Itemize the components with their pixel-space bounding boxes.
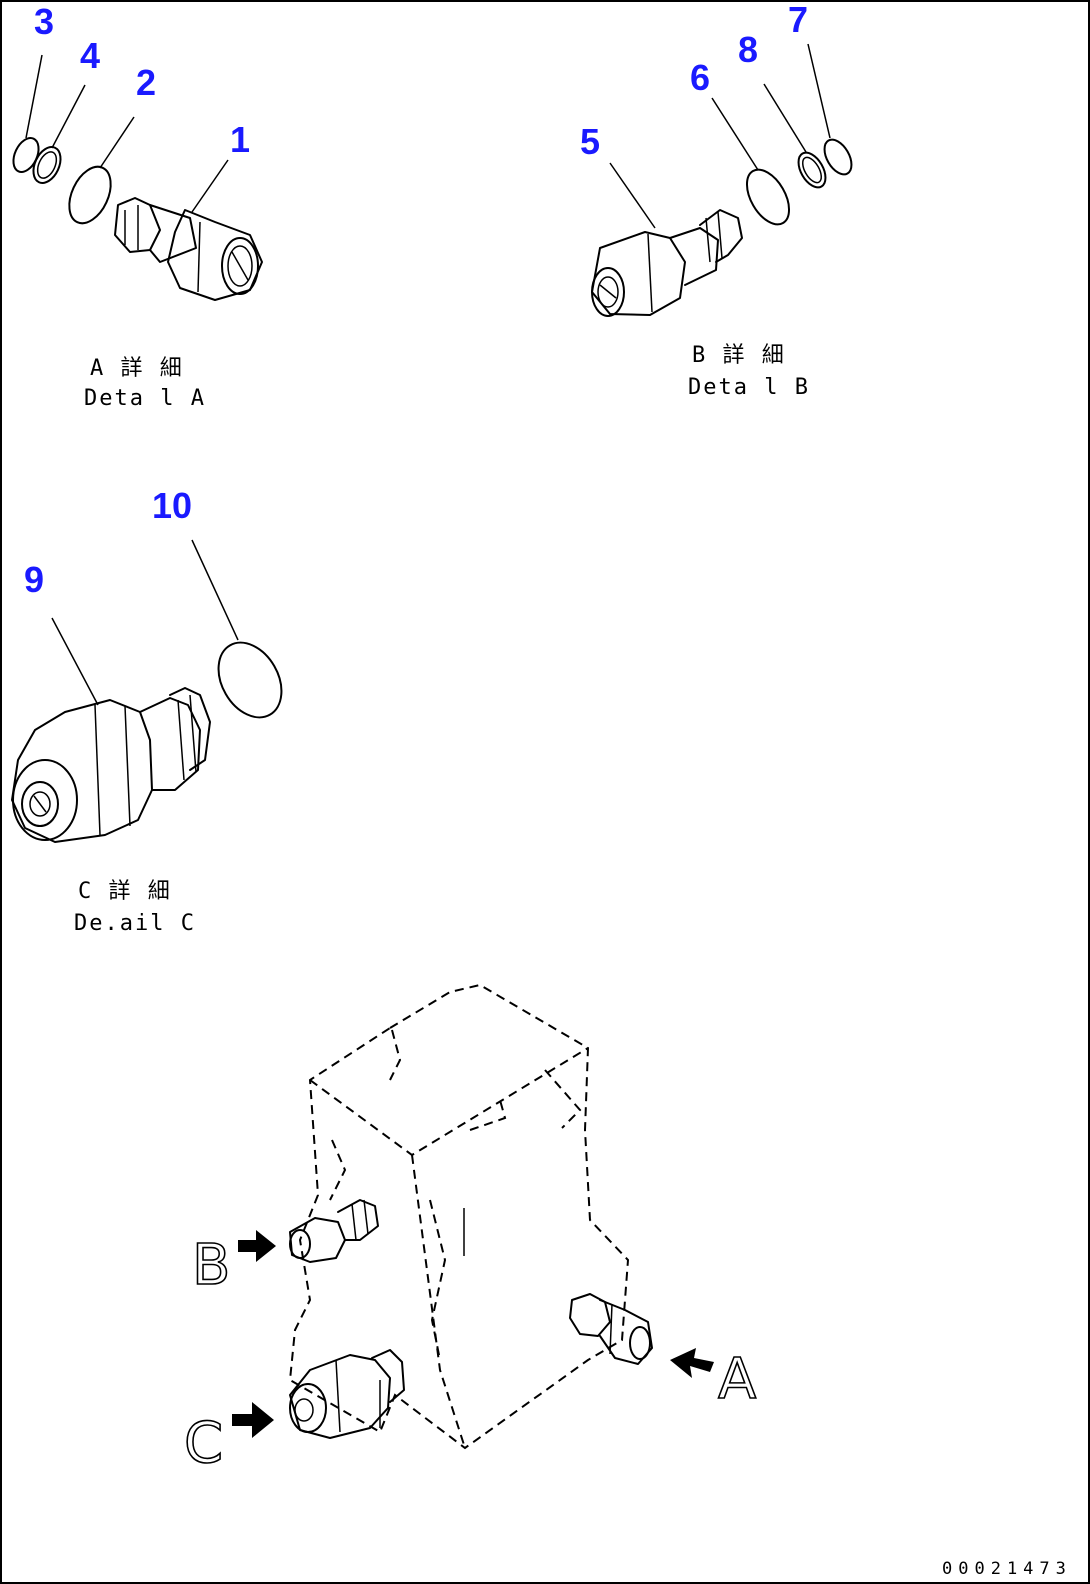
detail-b-caption-jp: B 詳 細 [692, 343, 786, 368]
detail-c-group: 9 10 C 詳 細 De.ail C [11, 485, 283, 936]
callout-3: 3 [34, 1, 54, 42]
relief-valve-c-installed [289, 1349, 405, 1439]
view-label-b: B [192, 1233, 230, 1298]
o-ring-6 [745, 168, 791, 226]
backup-ring-4 [32, 146, 62, 184]
valve-cartridge-1 [114, 197, 263, 301]
detail-a-caption-jp: A 詳 細 [90, 356, 184, 381]
callout-8: 8 [738, 29, 758, 70]
arrow-b [238, 1230, 276, 1262]
detail-a-group: 3 4 2 1 A 詳 細 Deta l A [12, 1, 263, 411]
detail-a-caption-en: Deta l A [84, 386, 206, 411]
relief-valve-9 [11, 687, 211, 843]
callout-4: 4 [80, 35, 100, 76]
arrow-c [232, 1402, 274, 1438]
callout-9: 9 [24, 559, 44, 600]
o-ring-2 [68, 165, 112, 225]
valve-cartridge-5 [591, 209, 743, 317]
cartridge-a-installed [569, 1293, 653, 1365]
arrow-a [670, 1348, 714, 1378]
view-label-c: C [184, 1411, 223, 1476]
callout-10: 10 [152, 485, 192, 526]
cartridge-b-installed [289, 1199, 379, 1263]
callout-7: 7 [788, 0, 808, 40]
document-id: 00021473 [942, 1559, 1072, 1579]
detail-b-caption-en: Deta l B [688, 375, 810, 400]
detail-c-caption-en: De.ail C [74, 911, 196, 936]
callout-5: 5 [580, 121, 600, 162]
o-ring-10 [217, 641, 283, 719]
o-ring-7 [823, 138, 853, 176]
view-label-a: A [718, 1347, 756, 1412]
backup-ring-8 [797, 151, 827, 189]
callout-2: 2 [136, 62, 156, 103]
callout-6: 6 [690, 57, 710, 98]
valve-body-assembly: B C A [183, 983, 757, 1477]
callout-1: 1 [230, 119, 250, 160]
detail-c-caption-jp: C 詳 細 [78, 879, 172, 904]
detail-b-group: 5 6 8 7 B 詳 細 Deta l B [580, 0, 853, 400]
